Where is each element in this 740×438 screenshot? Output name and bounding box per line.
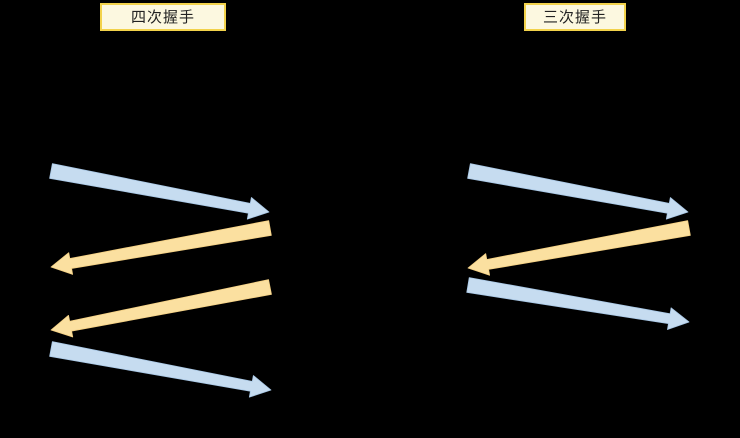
three-way-handshake-arrow-2 xyxy=(467,220,691,276)
four-way-handshake-arrow-3 xyxy=(50,279,272,338)
arrow-layer xyxy=(49,163,691,398)
group-label-three-way-handshake-text: 三次握手 xyxy=(542,7,607,26)
four-way-handshake-arrow-4 xyxy=(49,341,272,398)
three-way-handshake-arrow-1 xyxy=(467,163,689,220)
four-way-handshake-arrow-2 xyxy=(50,220,272,275)
three-way-handshake-arrow-3 xyxy=(466,277,690,330)
group-label-four-way-handshake-text: 四次握手 xyxy=(130,7,195,26)
group-label-three-way-handshake[interactable]: 三次握手 xyxy=(524,3,626,31)
four-way-handshake-arrow-1 xyxy=(49,163,270,220)
group-label-four-way-handshake[interactable]: 四次握手 xyxy=(100,3,226,31)
